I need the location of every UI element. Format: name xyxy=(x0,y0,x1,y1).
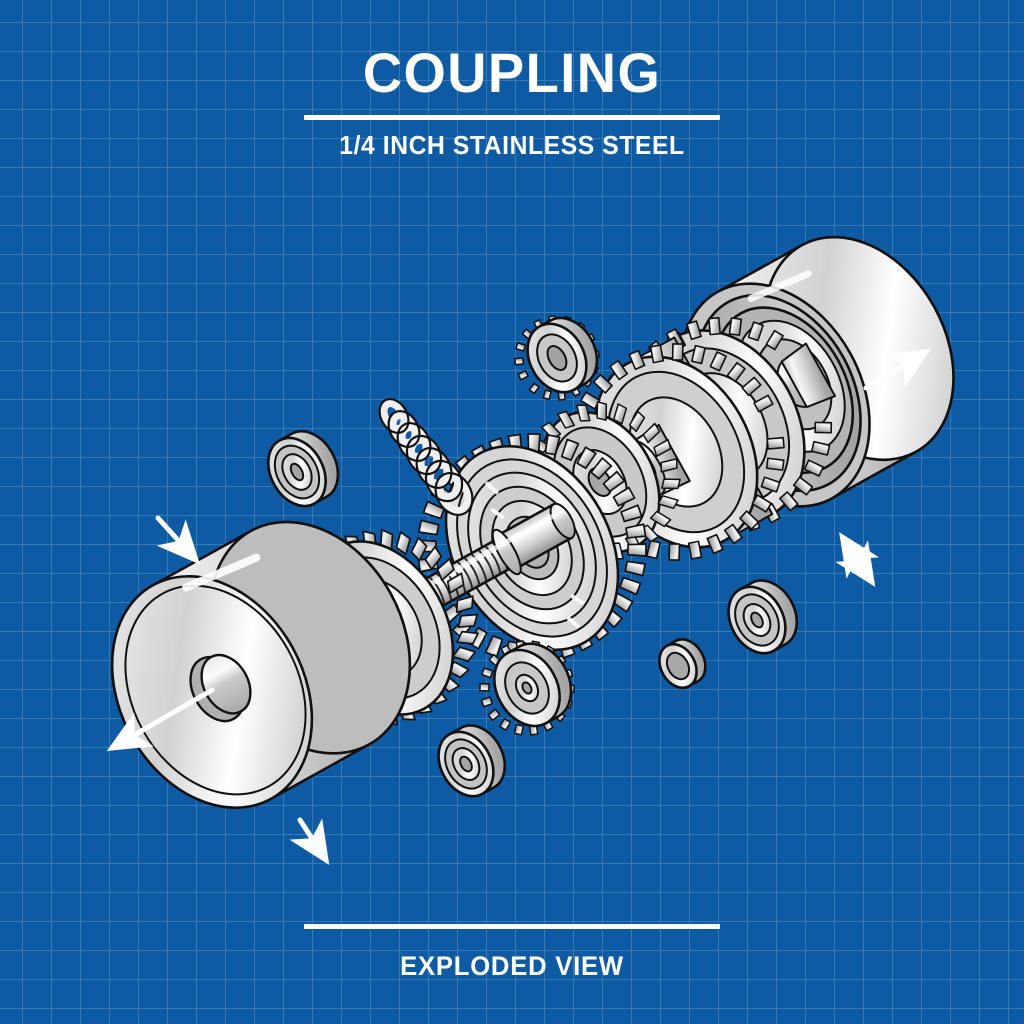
arrow-right-housing-out xyxy=(863,348,932,391)
page-title: COUPLING xyxy=(362,41,662,104)
arrow-right-housing-double xyxy=(835,532,880,588)
part-small-washer xyxy=(658,638,707,690)
assembly-arrows xyxy=(106,348,932,866)
assembly-group xyxy=(110,235,955,809)
part-left-hub-flange xyxy=(110,520,412,809)
title-block: COUPLING 1/4 INCH STAINLESS STEEL xyxy=(0,41,1024,161)
arrow-left-hub-out xyxy=(106,687,215,752)
part-coil-spring xyxy=(378,398,474,516)
footer-caption: EXPLODED VIEW xyxy=(400,951,624,981)
title-divider xyxy=(304,114,720,120)
part-top-pinion-gear xyxy=(514,315,600,401)
arrow-left-hub-in xyxy=(155,515,201,565)
arrow-left-hub-down xyxy=(289,817,330,866)
footer-block: EXPLODED VIEW xyxy=(0,924,1024,982)
part-lower-pinion-gear xyxy=(479,640,575,736)
part-right-washer xyxy=(727,579,799,655)
footer-divider xyxy=(304,924,720,929)
part-left-bearing-washer xyxy=(267,430,340,508)
part-lower-washer xyxy=(437,724,506,798)
page-subtitle: 1/4 INCH STAINLESS STEEL xyxy=(339,129,685,160)
